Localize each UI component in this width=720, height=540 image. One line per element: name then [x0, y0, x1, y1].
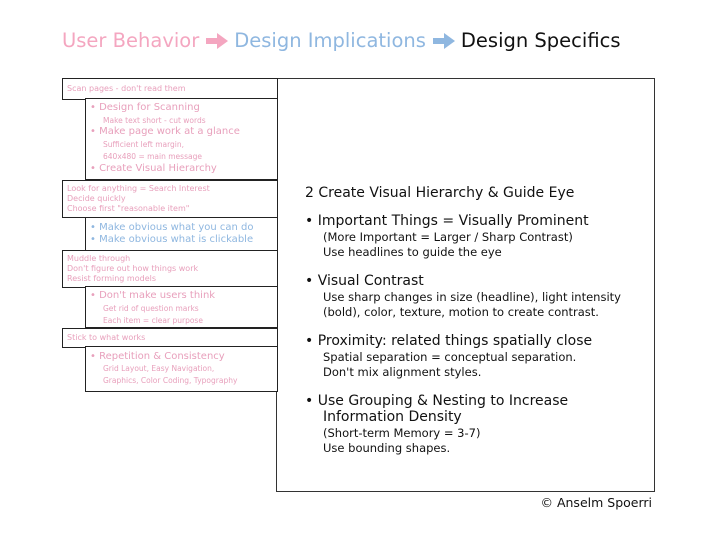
right-arrow-icon [432, 29, 455, 49]
visual-contrast-line2: (bold), color, texture, motion to create… [323, 305, 599, 319]
main-message-note: 640x480 = main message [103, 152, 202, 161]
proximity-line1: Spatial separation = conceptual separati… [323, 350, 577, 364]
resist-models-line: Resist forming models [67, 274, 157, 283]
search-interest-line: Look for anything = Search Interest [67, 184, 210, 193]
proximity-title: • Proximity: related things spatially cl… [305, 333, 593, 349]
graphics-note: Graphics, Color Coding, Typography [103, 376, 238, 385]
scan-pages-header: Scan pages - don't read them [67, 84, 186, 93]
clear-purpose-note: Each item = clear purpose [103, 316, 203, 325]
muddle-through-box: Muddle through Don't figure out how thin… [62, 250, 278, 288]
visual-contrast-line1: Use sharp changes in size (headline), li… [323, 290, 621, 304]
title-design-implications: Design Implications [234, 29, 426, 52]
grouping-line1: (Short-term Memory = 3-7) [323, 426, 481, 440]
make-text-short: Make text short - cut words [103, 116, 206, 125]
visual-contrast-title: • Visual Contrast [305, 273, 424, 289]
stick-to-what-works-box: Stick to what works [62, 328, 278, 348]
dont-make-users-think: • Don't make users think [90, 290, 216, 301]
obvious-box: • Make obvious what you can do • Make ob… [85, 217, 278, 251]
page-at-glance: • Make page work at a glance [90, 126, 240, 137]
repetition-box: • Repetition & Consistency Grid Layout, … [85, 346, 278, 392]
repetition-consistency: • Repetition & Consistency [90, 351, 225, 362]
design-for-scanning: • Design for Scanning [90, 102, 200, 113]
question-marks-note: Get rid of question marks [103, 304, 199, 313]
important-things-line1: (More Important = Larger / Sharp Contras… [323, 230, 573, 244]
title-user-behavior: User Behavior [62, 29, 200, 52]
slide-title: User Behavior Design Implications Design S… [62, 27, 621, 55]
look-for-anything-box: Look for anything = Search Interest Deci… [62, 180, 278, 218]
proximity-line2: Don't mix alignment styles. [323, 365, 482, 379]
obvious-what-you-can-do: • Make obvious what you can do [90, 222, 254, 233]
right-heading: 2 Create Visual Hierarchy & Guide Eye [305, 185, 575, 201]
important-things-title: • Important Things = Visually Prominent [305, 213, 589, 229]
scan-implications-box: • Design for Scanning Make text short - … [85, 98, 278, 180]
stick-header: Stick to what works [67, 333, 146, 342]
grouping-title-line1: • Use Grouping & Nesting to Increase [305, 393, 569, 409]
grouping-title-line2: Information Density [323, 409, 462, 425]
important-things-line2: Use headlines to guide the eye [323, 245, 502, 259]
reasonable-item-line: Choose first "reasonable item" [67, 204, 190, 213]
create-visual-hierarchy: • Create Visual Hierarchy [90, 163, 217, 174]
title-design-specifics: Design Specifics [460, 29, 621, 52]
left-margin-note: Sufficient left margin, [103, 140, 185, 149]
decide-quickly-line: Decide quickly [67, 194, 126, 203]
right-arrow-icon [206, 29, 229, 49]
grid-layout-note: Grid Layout, Easy Navigation, [103, 364, 215, 373]
obvious-what-is-clickable: • Make obvious what is clickable [90, 234, 254, 245]
design-specifics-panel [276, 78, 655, 492]
scan-pages-box: Scan pages - don't read them [62, 78, 278, 100]
dont-figure-out-line: Don't figure out how things work [67, 264, 199, 273]
grouping-line2: Use bounding shapes. [323, 441, 451, 455]
muddle-through-line: Muddle through [67, 254, 131, 263]
copyright-credit: © Anselm Spoerri [540, 495, 652, 510]
dont-make-think-box: • Don't make users think Get rid of ques… [85, 286, 278, 328]
